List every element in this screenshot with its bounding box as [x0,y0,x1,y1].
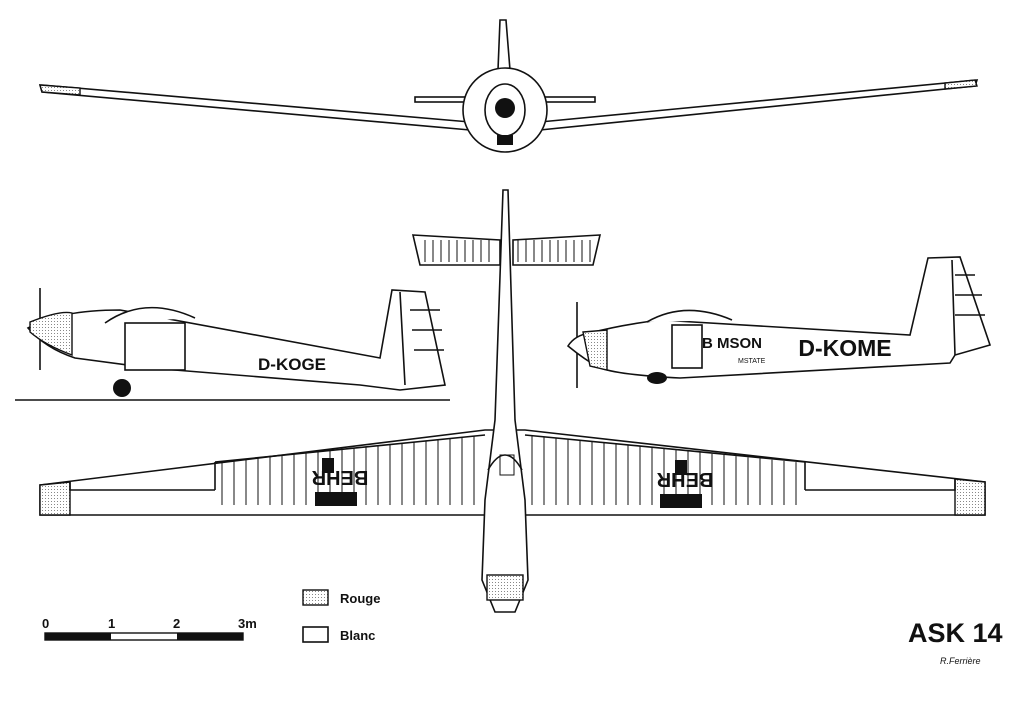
drawing-title: ASK 14 [908,618,1003,648]
wing-marking-right: BEHR [656,460,713,508]
scale-tick-0: 0 [42,616,50,631]
registration-right: D-KOME [798,335,891,361]
sponsor-marking-top: B MSON [702,335,762,352]
side-view-left [15,288,450,401]
legend-label-blanc: Blanc [340,628,376,643]
scale-tick-3: 3m [238,616,257,631]
registration-left: D-KOGE [258,355,326,374]
front-view [38,19,979,153]
scale-tick-2: 2 [173,616,181,631]
wing-marking-text: BEHR [656,468,713,490]
top-view: BEHR BEHR [39,189,986,613]
legend-swatch-rouge [302,589,329,606]
legend-label-rouge: Rouge [340,591,381,606]
scale-tick-1: 1 [108,616,116,631]
wing-marking-text: BEHR [311,466,368,488]
sponsor-marking-bottom: MSTATE [738,358,766,365]
wing-marking-left: BEHR [311,458,368,506]
author-signature: R.Ferrière [940,656,981,666]
scale-bar [44,632,244,641]
legend-swatch-blanc [302,626,329,643]
side-view-right: D-KOME B MSON MSTATE [566,256,992,388]
